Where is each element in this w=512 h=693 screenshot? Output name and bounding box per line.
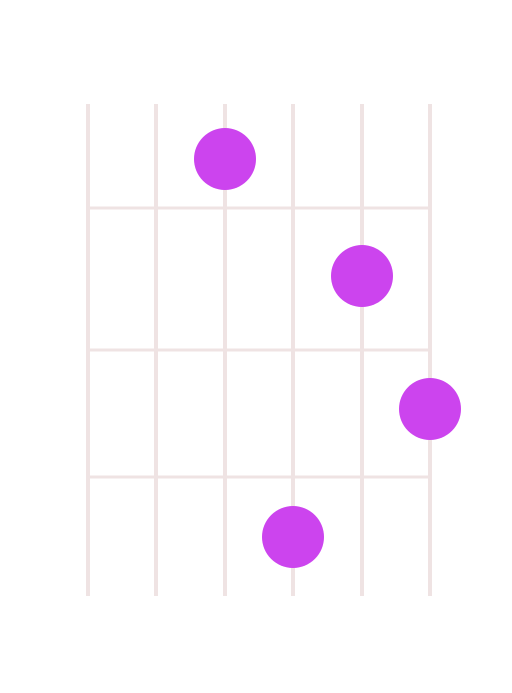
finger-marker-3 bbox=[399, 378, 461, 440]
finger-markers bbox=[194, 128, 461, 568]
finger-marker-4 bbox=[262, 506, 324, 568]
finger-marker-2 bbox=[331, 245, 393, 307]
fret-lines bbox=[88, 206, 430, 479]
finger-marker-1 bbox=[194, 128, 256, 190]
